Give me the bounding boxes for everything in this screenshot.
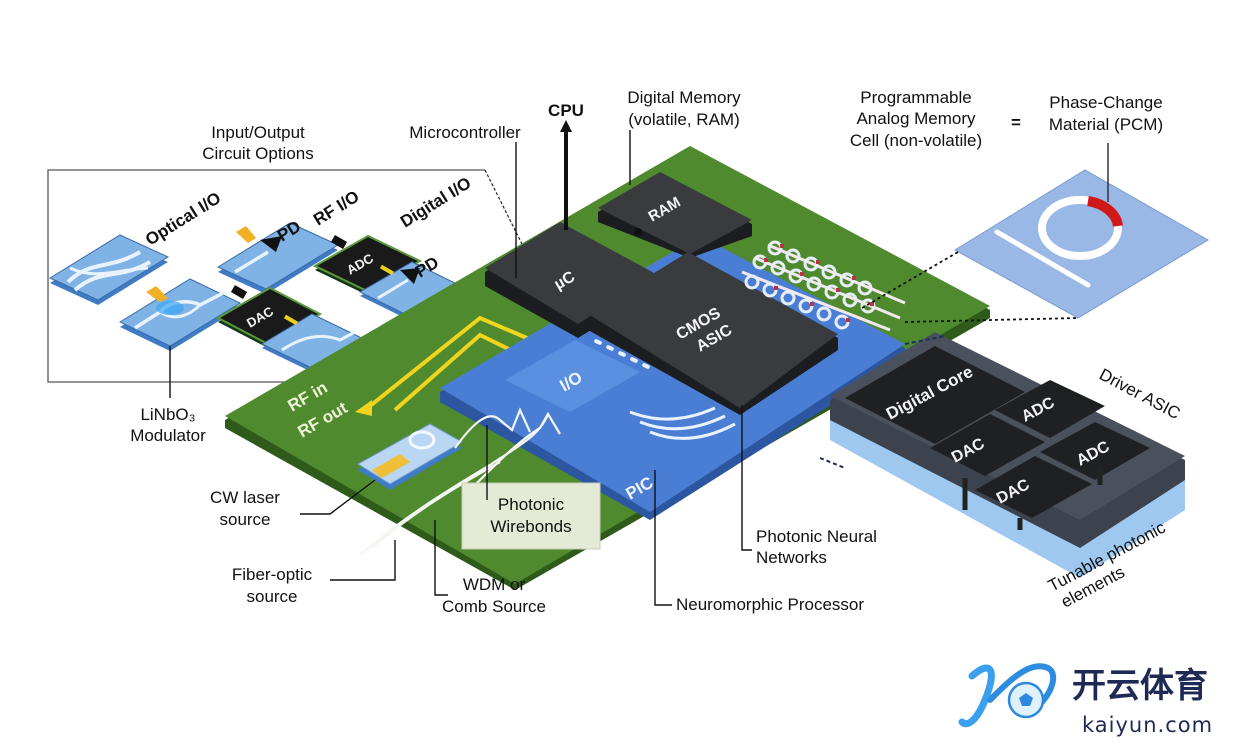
kaiyun-logo-icon: [958, 663, 1057, 728]
analog-memory-label-2: Analog Memory: [856, 109, 976, 128]
digital-io-label: Digital I/O: [397, 173, 474, 231]
digital-memory-label-1: Digital Memory: [627, 88, 741, 107]
neuromorphic-label: Neuromorphic Processor: [676, 595, 864, 614]
pcm-label-1: Phase-Change: [1049, 93, 1162, 112]
cpu-arrow-icon: [560, 120, 572, 230]
photonic-wirebonds-label-1: Photonic: [498, 495, 565, 514]
photonic-wirebonds-box: Photonic Wirebonds: [461, 482, 601, 550]
photonic-neural-label-1: Photonic Neural: [756, 527, 877, 546]
linbo3-label-1: LiNbO₃: [140, 405, 195, 424]
digital-memory-label-2: (volatile, RAM): [628, 110, 739, 129]
kaiyun-watermark: 开云体育 kaiyun.com: [958, 663, 1213, 737]
inset-frame: [47, 169, 485, 383]
leader-lines: [169, 130, 752, 606]
ram-chip: [598, 172, 752, 258]
io-options-label-1: Input/Output: [211, 123, 305, 142]
equals-sign: =: [1011, 113, 1021, 132]
io-options-label-2: Circuit Options: [202, 144, 313, 163]
driver-asic: [830, 332, 1185, 578]
rf-io-chip: [216, 222, 340, 294]
cw-laser-label-1: CW laser: [210, 488, 280, 507]
fiber-optic-label-1: Fiber-optic: [232, 565, 313, 584]
driver-connector-lines: [819, 335, 946, 469]
wireless-arcs-icon: [629, 406, 736, 440]
optical-io-chip: [48, 234, 170, 305]
microcontroller-label: Microcontroller: [409, 123, 521, 142]
driver-asic-label: Driver ASIC: [1096, 365, 1183, 423]
linbo3-label-2: Modulator: [130, 426, 206, 445]
watermark-en: kaiyun.com: [1082, 713, 1213, 737]
watermark-cn: 开云体育: [1072, 666, 1208, 706]
pcm-label-2: Material (PCM): [1049, 115, 1163, 134]
pcm-connector-lines: [861, 251, 1079, 323]
photonic-wirebonds-label-2: Wirebonds: [490, 517, 571, 536]
wdm-label-1: WDM or: [463, 575, 526, 594]
analog-memory-label-1: Programmable: [860, 88, 972, 107]
cmos-asic-chip: [588, 252, 838, 415]
fiber-optic-label-2: source: [246, 587, 297, 606]
photonic-wirebonds: [359, 407, 561, 556]
adc-module: ADC: [312, 234, 467, 322]
io-bumps: [594, 339, 650, 369]
analog-memory-label-3: Cell (non-volatile): [850, 131, 982, 150]
rf-io-label: RF I/O: [310, 187, 363, 230]
wdm-label-2: Comb Source: [442, 597, 546, 616]
linbo3-modulator-chip: [118, 278, 242, 351]
photonic-neural-label-2: Networks: [756, 548, 827, 567]
cw-laser-source: [357, 423, 464, 490]
cw-laser-label-2: source: [219, 510, 270, 529]
cpu-label: CPU: [548, 101, 584, 120]
pcm-cell: [954, 169, 1209, 319]
ring-resonator-array: [741, 240, 906, 332]
optical-io-label: Optical I/O: [142, 188, 224, 249]
